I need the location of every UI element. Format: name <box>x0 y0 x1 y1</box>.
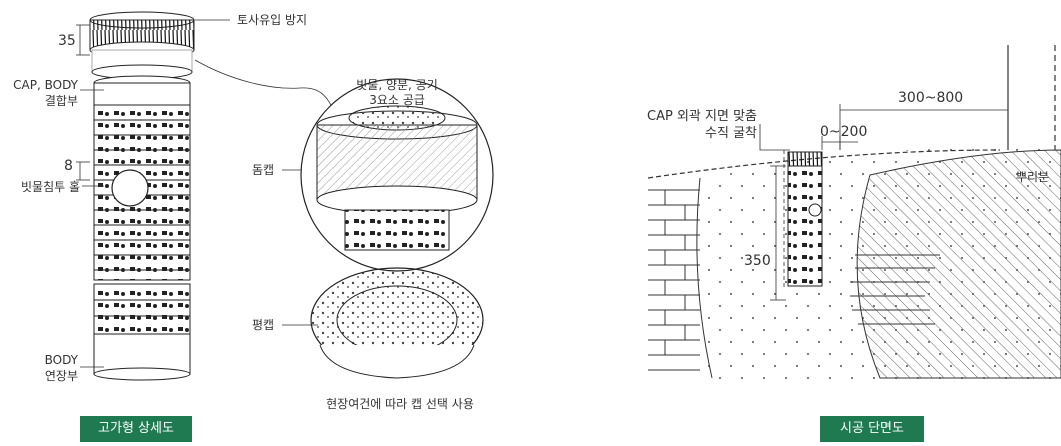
root-ball-label: 뿌리분 <box>1016 170 1050 184</box>
body-ext-label-line2: 연장부 <box>44 369 78 383</box>
dome-cap-detail <box>300 78 494 272</box>
section-view-badge: 시공 단면도 <box>820 416 924 442</box>
flat-cap-drawing <box>310 267 484 379</box>
supply-label-line2: 3요소 공급 <box>369 93 425 107</box>
anti-soil-label: 토사유입 방지 <box>237 13 308 27</box>
dim-35: 35 <box>58 33 76 49</box>
dim-300-800: 300~800 <box>898 90 964 106</box>
cap-selection-note: 현장여건에 따라 캡 선택 사용 <box>326 397 474 411</box>
cap-body-label-line1: CAP, BODY <box>13 78 78 92</box>
rain-hole-label: 빗물침투 홀 <box>20 180 80 194</box>
supply-label-line1: 빗물, 양분, 공기 <box>356 78 438 92</box>
dome-cap-label: 돔캡 <box>252 163 275 177</box>
dim-8: 8 <box>64 158 73 174</box>
dim-350: 350 <box>744 253 771 269</box>
cap-fit-label-line2: 수직 굴착 <box>705 126 757 141</box>
detail-view-badge: 고가형 상세도 <box>80 416 192 442</box>
section-view <box>647 45 1061 380</box>
cap-body-label-line2: 결합부 <box>44 94 78 108</box>
cap-fit-label-line1: CAP 외곽 지면 맞춤 <box>647 109 757 124</box>
dim-0-200: 0~200 <box>820 124 868 140</box>
pipe-assembly <box>89 11 195 381</box>
flat-cap-label: 평캡 <box>252 318 275 332</box>
body-ext-label-line1: BODY <box>44 353 78 367</box>
